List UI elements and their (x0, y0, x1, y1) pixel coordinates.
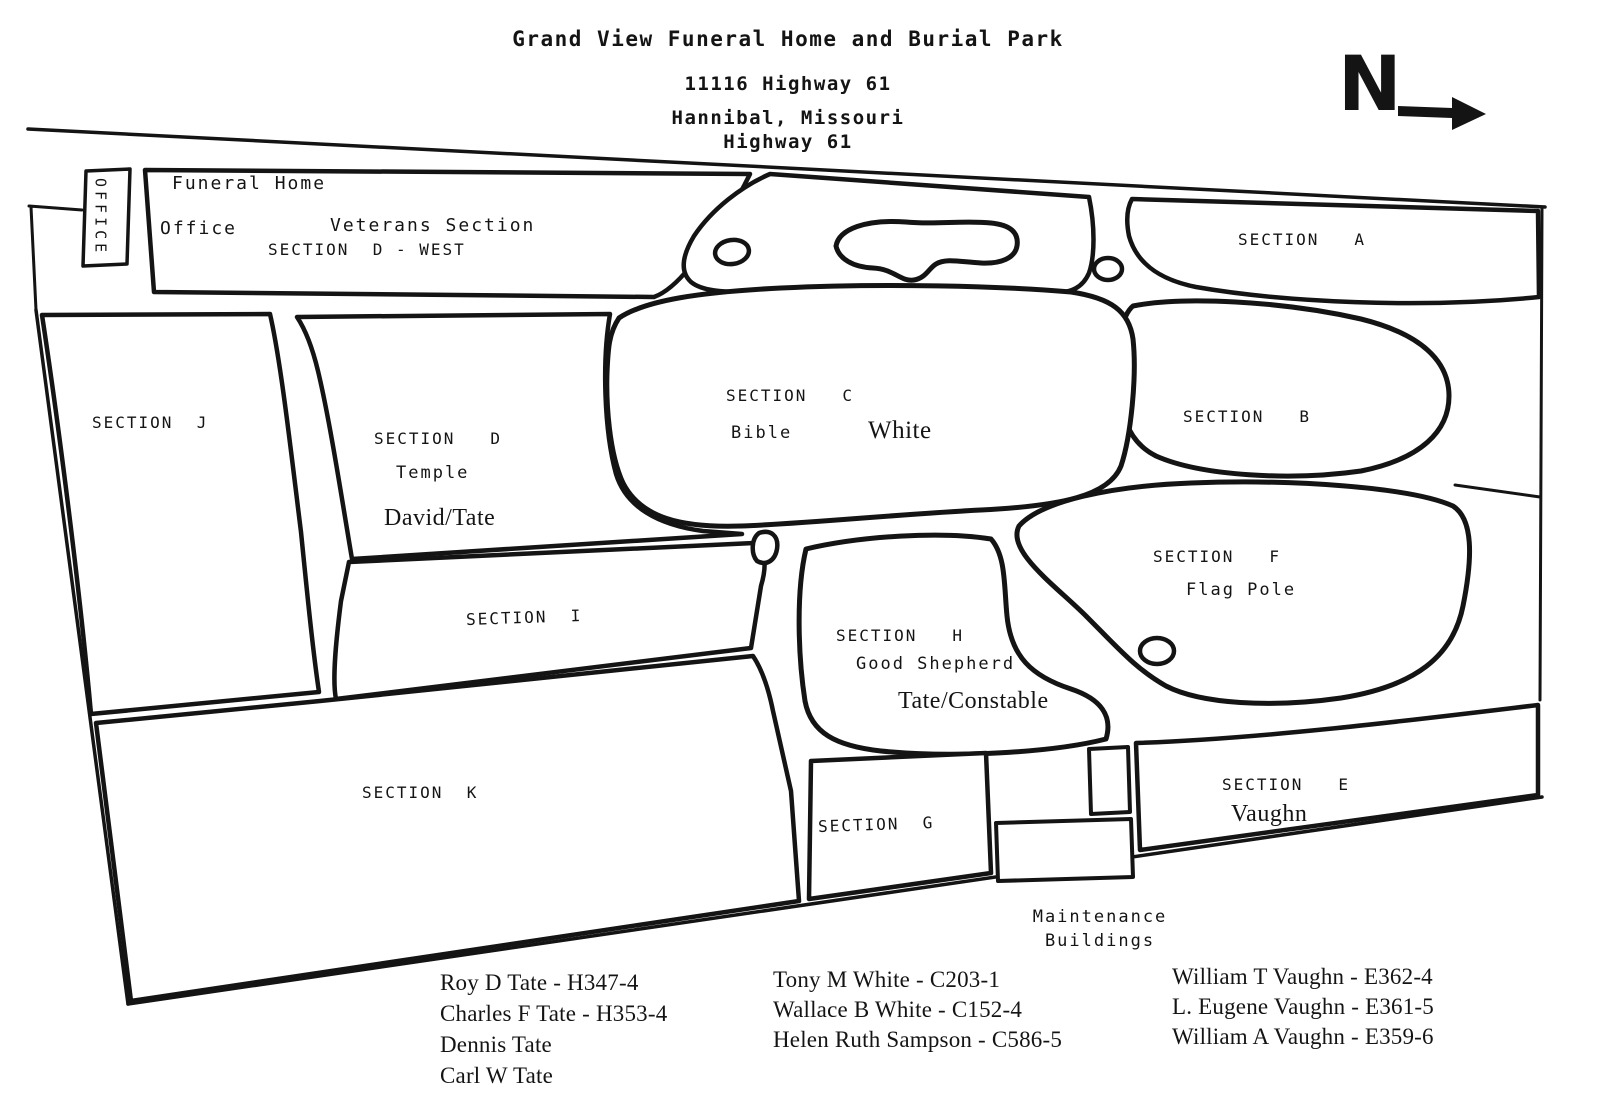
section-c-family-label: White (868, 417, 932, 444)
section-d-label: SECTION D (374, 429, 502, 448)
left-upper-boundary (27, 204, 84, 312)
section-k-shape (93, 653, 802, 1004)
section-f-feature-label: Flag Pole (1186, 580, 1297, 600)
section-e-label: SECTION E (1222, 775, 1350, 794)
pond-shape (833, 218, 1020, 283)
north-label: N (1338, 39, 1402, 128)
maintenance-building-1-shape (1087, 745, 1132, 816)
section-g-label: SECTION G (817, 812, 935, 837)
maintenance-label-line1: Maintenance (1032, 907, 1168, 927)
section-e-family-label: Vaughn (1231, 801, 1308, 827)
section-d-west-label: SECTION D - WEST (268, 240, 466, 259)
plot-ref-vaughn-3: William A Vaughn - E359-6 (1172, 1024, 1434, 1049)
traffic-island-3 (1137, 635, 1177, 667)
section-i-label: SECTION I (465, 605, 583, 630)
section-j-shape (39, 311, 322, 717)
plot-ref-white-1: Tony M White - C203-1 (773, 967, 1001, 992)
right-boundary-line (1453, 206, 1544, 702)
section-k-label: SECTION K (362, 783, 479, 802)
section-h-family-label: Tate/Constable (898, 688, 1049, 714)
plot-ref-white-3: Helen Ruth Sampson - C586-5 (773, 1027, 1063, 1052)
maintenance-building-2-shape (994, 817, 1135, 883)
traffic-island-4 (750, 529, 780, 566)
section-g-shape (806, 750, 994, 902)
section-h-label: SECTION H (836, 626, 964, 645)
section-a-shape (1125, 196, 1542, 306)
section-d-feature-label: Temple (396, 463, 470, 483)
highway-label: Highway 61 (723, 131, 853, 153)
office-label: Office (160, 218, 238, 239)
office-building-shape (81, 167, 132, 268)
plot-ref-white-2: Wallace B White - C152-4 (773, 997, 1023, 1022)
office-box-label: OFFICE (91, 178, 110, 257)
address-line: 11116 Highway 61 (684, 73, 892, 95)
section-e-shape (1133, 702, 1541, 853)
highway-top-line (26, 127, 1547, 209)
plot-ref-vaughn-1: William T Vaughn - E362-4 (1172, 964, 1433, 989)
section-f-label: SECTION F (1153, 547, 1281, 566)
section-f-shape (1014, 479, 1472, 706)
section-a-label: SECTION A (1238, 230, 1366, 249)
funeral-home-label: Funeral Home (172, 173, 327, 194)
traffic-island-2 (1091, 255, 1125, 283)
section-j-label: SECTION J (92, 413, 209, 432)
bottom-boundary-line (126, 795, 1544, 1006)
section-h-feature-label: Good Shepherd (856, 654, 1016, 674)
plot-ref-tate-3: Dennis Tate (440, 1032, 552, 1057)
section-c-label: SECTION C (726, 386, 854, 405)
plot-ref-tate-4: Carl W Tate (440, 1063, 554, 1088)
traffic-island-1 (712, 237, 752, 267)
plot-ref-tate-1: Roy D Tate - H347-4 (440, 970, 639, 995)
section-d-shape (294, 311, 745, 562)
section-h-shape (796, 532, 1111, 757)
city-line: Hannibal, Missouri (671, 107, 905, 129)
page-title: Grand View Funeral Home and Burial Park (512, 27, 1064, 51)
veterans-section-label: Veterans Section (330, 215, 536, 236)
section-c-shape (604, 282, 1137, 529)
plot-ref-vaughn-2: L. Eugene Vaughn - E361-5 (1172, 994, 1434, 1019)
plot-ref-tate-2: Charles F Tate - H353-4 (440, 1001, 668, 1026)
north-arrow-icon (1398, 97, 1486, 130)
section-d-family-label: David/Tate (384, 505, 496, 531)
section-c-feature-label: Bible (731, 423, 793, 443)
maintenance-label-line2: Buildings (1044, 931, 1156, 951)
left-boundary-line (34, 308, 130, 1006)
section-b-label: SECTION B (1183, 407, 1311, 426)
section-b-shape (1116, 298, 1452, 479)
